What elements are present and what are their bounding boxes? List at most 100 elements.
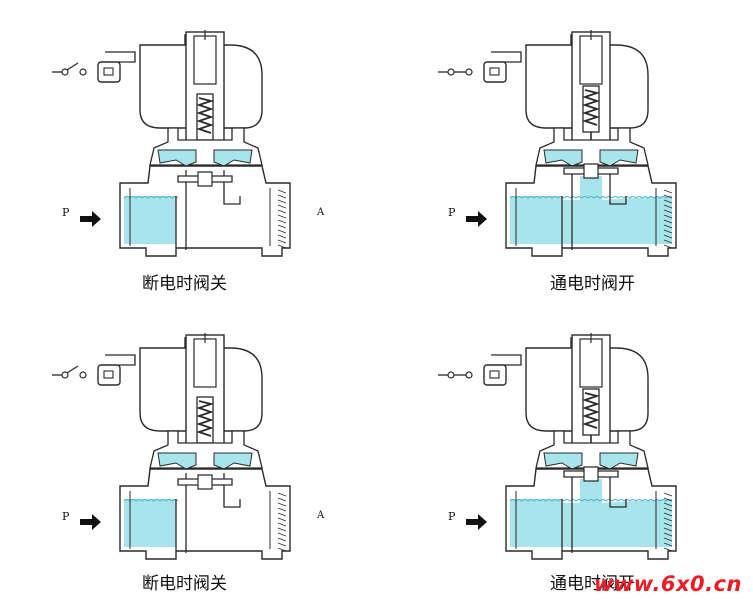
- fixed-core: [193, 338, 217, 388]
- outlet-water: [562, 479, 672, 547]
- partition-wall: [175, 473, 241, 553]
- switch-contact: [447, 371, 455, 379]
- outlet-thread: [663, 214, 673, 219]
- caption-valve-closed: 断电时阀关: [142, 574, 227, 594]
- valve-drawing-closed: [52, 30, 291, 257]
- switch-blade-open: [66, 62, 79, 71]
- inlet-flow-arrow: [80, 514, 101, 530]
- switch-contact: [79, 68, 87, 76]
- return-spring: [196, 97, 215, 134]
- inlet-label: P: [448, 510, 456, 523]
- outlet-thread: [663, 209, 673, 214]
- outlet-thread: [663, 527, 673, 532]
- panel-open-bottom: P 通电时阀开: [386, 303, 753, 606]
- outlet-thread: [277, 209, 287, 214]
- outlet-thread: [663, 507, 673, 512]
- outlet-thread: [277, 492, 287, 497]
- outlet-thread: [277, 527, 287, 532]
- outlet-label: A: [317, 207, 325, 218]
- return-spring: [582, 89, 601, 126]
- outlet-thread: [663, 204, 673, 209]
- terminal-plug: [483, 364, 507, 386]
- fixed-core: [579, 35, 603, 85]
- terminal-slot: [489, 370, 500, 379]
- inlet-water: [124, 499, 176, 547]
- diaphragm-hub: [583, 163, 599, 179]
- outlet-thread: [663, 532, 673, 537]
- panel-closed-top: P A 断电时阀关: [0, 0, 367, 303]
- inlet-water: [510, 499, 562, 547]
- chamber-water: [213, 149, 253, 167]
- panel-open-top: P 通电时阀开: [386, 0, 753, 303]
- outlet-thread: [663, 512, 673, 517]
- caption-valve-open: 通电时阀开: [550, 274, 635, 294]
- outlet-thread: [663, 522, 673, 527]
- inlet-label: P: [62, 206, 70, 219]
- partition-wall: [175, 170, 241, 250]
- inlet-water: [510, 196, 562, 244]
- valve-drawing-open: [438, 333, 677, 560]
- solenoid-valve-diagram: P A 断电时阀关 P 通电时阀开 P A 断电时阀关 P 通电时阀开 www.…: [0, 0, 741, 596]
- outlet-thread: [277, 502, 287, 507]
- terminal-plug: [97, 61, 121, 83]
- switch-contact: [447, 68, 455, 76]
- diaphragm-hub: [197, 474, 213, 490]
- outlet-thread: [663, 199, 673, 204]
- site-watermark: www.6x0.cn: [594, 572, 742, 596]
- partition-wall: [561, 170, 627, 250]
- diaphragm-hub: [197, 171, 213, 187]
- outlet-thread: [663, 542, 673, 547]
- outlet-thread: [277, 547, 287, 552]
- water-surface: [509, 196, 673, 199]
- valve-drawing-open: [438, 30, 677, 257]
- outlet-thread: [277, 537, 287, 542]
- outlet-thread: [277, 542, 287, 547]
- outlet-thread: [277, 194, 287, 199]
- terminal-slot: [103, 67, 114, 76]
- chamber-water: [213, 452, 253, 470]
- outlet-thread: [663, 244, 673, 249]
- outlet-thread: [663, 229, 673, 234]
- terminal-slot: [489, 67, 500, 76]
- inlet-label: P: [448, 206, 456, 219]
- water-surface: [509, 499, 673, 502]
- caption-valve-closed: 断电时阀关: [142, 274, 227, 294]
- outlet-water: [562, 176, 672, 244]
- chamber-water: [599, 149, 639, 167]
- outlet-thread: [663, 224, 673, 229]
- outlet-label: A: [317, 510, 325, 521]
- caption-valve-open: 通电时阀开: [550, 574, 635, 594]
- outlet-thread: [277, 507, 287, 512]
- chamber-water: [599, 452, 639, 470]
- outlet-thread: [277, 522, 287, 527]
- fixed-core: [579, 338, 603, 388]
- outlet-thread: [663, 502, 673, 507]
- diaphragm-hub: [583, 466, 599, 482]
- outlet-thread: [277, 229, 287, 234]
- outlet-thread: [663, 189, 673, 194]
- outlet-thread: [663, 234, 673, 239]
- switch-contact: [79, 371, 87, 379]
- switch-contact: [465, 68, 473, 76]
- inlet-flow-arrow: [466, 211, 487, 227]
- inlet-label: P: [62, 510, 70, 523]
- switch-contact: [61, 68, 69, 76]
- outlet-thread: [277, 244, 287, 249]
- partition-wall: [561, 473, 627, 553]
- outlet-thread: [277, 532, 287, 537]
- outlet-thread: [277, 512, 287, 517]
- switch-contact: [465, 371, 473, 379]
- outlet-thread: [663, 492, 673, 497]
- return-spring: [582, 392, 601, 429]
- outlet-thread: [663, 219, 673, 224]
- outlet-thread: [663, 497, 673, 502]
- outlet-thread: [277, 234, 287, 239]
- outlet-thread: [277, 497, 287, 502]
- outlet-thread: [663, 547, 673, 552]
- water-surface: [123, 196, 179, 199]
- outlet-thread: [663, 517, 673, 522]
- outlet-thread: [277, 199, 287, 204]
- outlet-thread: [277, 214, 287, 219]
- outlet-thread: [277, 517, 287, 522]
- switch-contact: [61, 371, 69, 379]
